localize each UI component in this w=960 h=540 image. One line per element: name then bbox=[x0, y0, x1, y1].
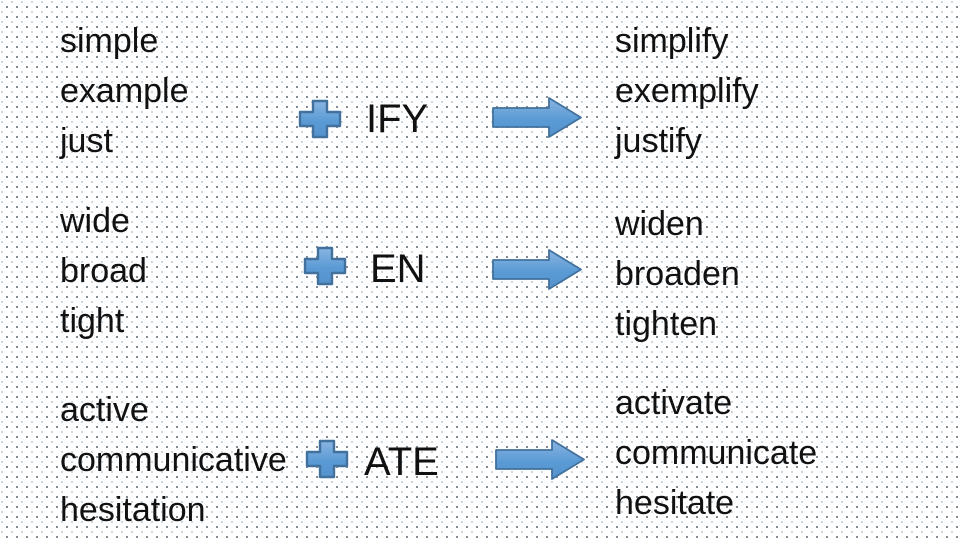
suffix-label: IFY bbox=[366, 97, 429, 141]
plus-icon bbox=[303, 246, 347, 286]
base-word: active bbox=[60, 391, 149, 429]
base-word: hesitation bbox=[60, 491, 206, 529]
derived-word: widen bbox=[615, 205, 704, 243]
base-word: communicative bbox=[60, 441, 287, 479]
derived-word: broaden bbox=[615, 255, 740, 293]
derived-words-list: widen broaden tighten bbox=[615, 199, 740, 349]
base-words-list: active communicative hesitation bbox=[60, 385, 287, 535]
suffix-label: EN bbox=[370, 247, 426, 291]
base-words-list: simple example just bbox=[60, 16, 189, 166]
derived-word: tighten bbox=[615, 305, 718, 343]
plus-icon bbox=[305, 439, 349, 479]
derived-word: communicate bbox=[615, 434, 818, 472]
base-word: broad bbox=[60, 252, 147, 290]
right-arrow-icon bbox=[492, 95, 582, 140]
derived-word: simplify bbox=[615, 22, 729, 60]
derived-word: exemplify bbox=[615, 72, 759, 110]
base-word: wide bbox=[60, 202, 130, 240]
base-words-list: wide broad tight bbox=[60, 196, 147, 346]
derived-word: hesitate bbox=[615, 484, 735, 522]
right-arrow-icon bbox=[495, 437, 585, 482]
derived-word: justify bbox=[615, 122, 702, 160]
base-word: just bbox=[60, 122, 113, 160]
base-word: simple bbox=[60, 22, 159, 60]
base-word: tight bbox=[60, 302, 125, 340]
derived-words-list: activate communicate hesitate bbox=[615, 378, 817, 528]
right-arrow-icon bbox=[492, 247, 582, 292]
derived-word: activate bbox=[615, 384, 733, 422]
suffix-label: ATE bbox=[364, 440, 439, 484]
plus-icon bbox=[298, 99, 342, 139]
base-word: example bbox=[60, 72, 189, 110]
derived-words-list: simplify exemplify justify bbox=[615, 16, 759, 166]
